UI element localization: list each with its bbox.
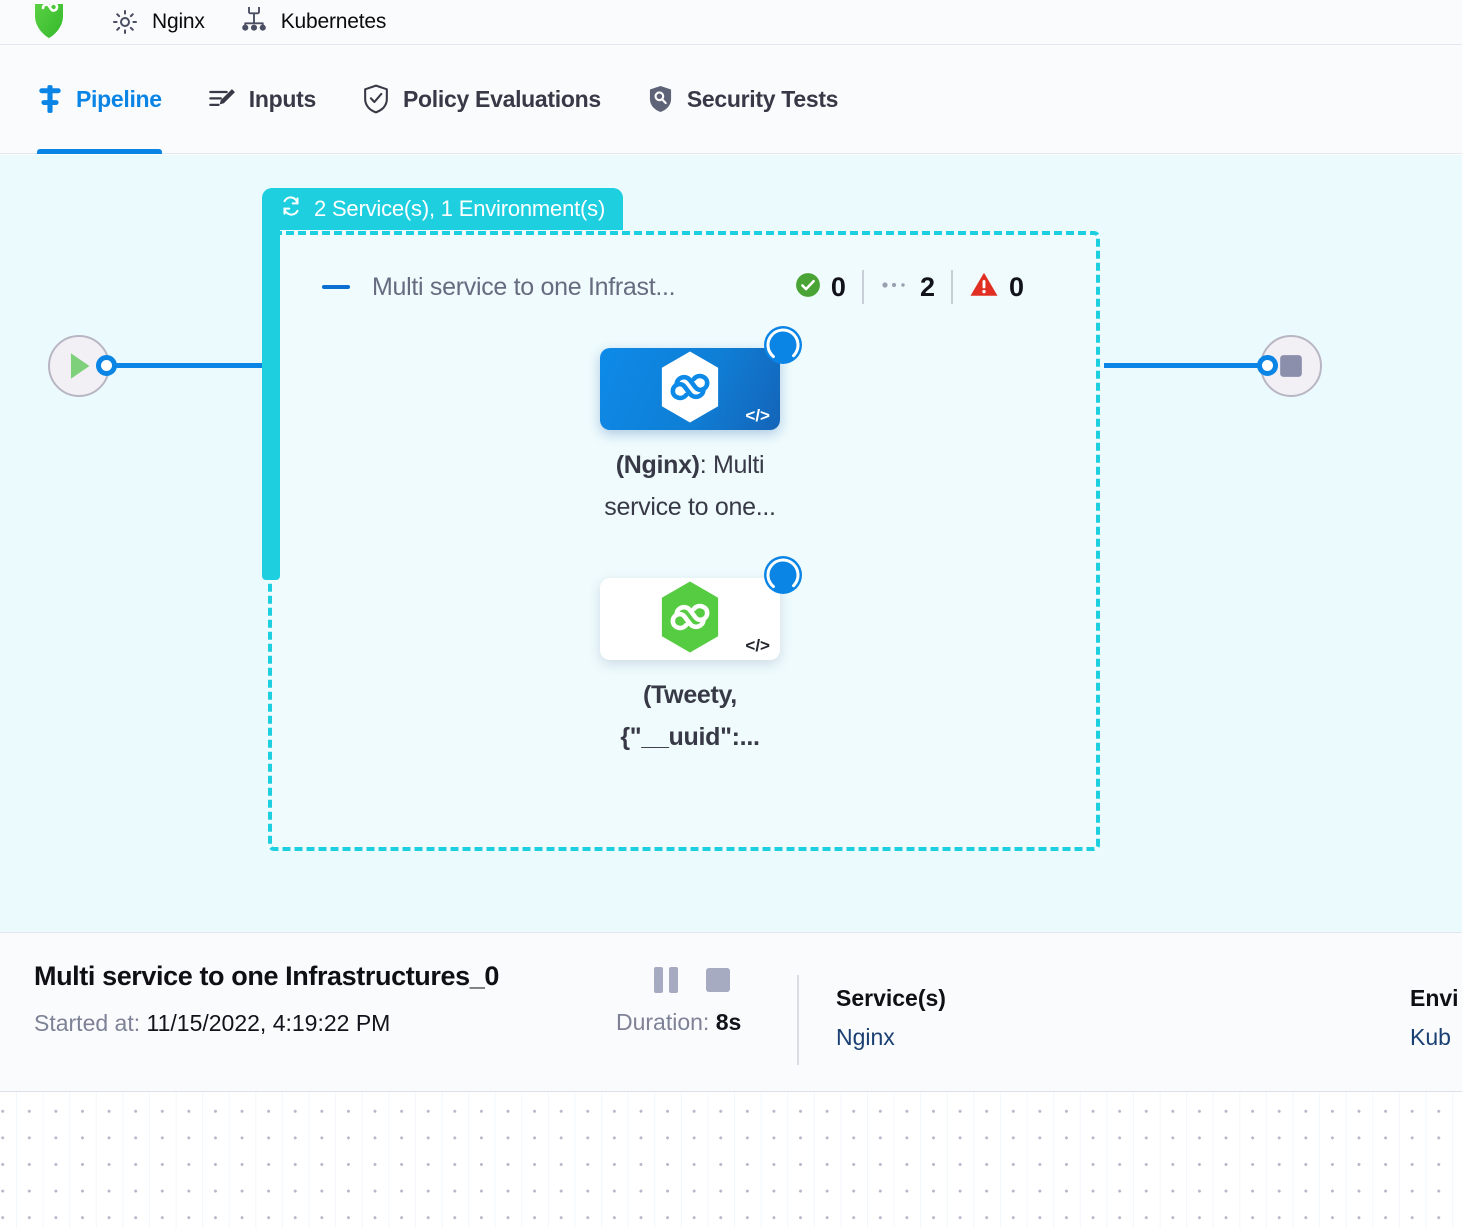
status-count-value: 0 xyxy=(830,271,846,302)
detail-started-at: Started at: 11/15/2022, 4:19:22 PM xyxy=(34,1010,390,1037)
stage-node-card[interactable]: </> xyxy=(600,326,802,430)
tab-inputs[interactable]: Inputs xyxy=(208,44,316,154)
detail-divider xyxy=(797,975,799,1065)
code-tag-icon: </> xyxy=(745,636,770,655)
status-counts: 0 2 xyxy=(779,267,1040,307)
tab-label: Security Tests xyxy=(686,85,839,112)
stop-square-icon[interactable] xyxy=(706,968,730,992)
shield-check-icon xyxy=(362,84,390,114)
tab-policy-evaluations[interactable]: Policy Evaluations xyxy=(362,44,601,154)
start-node-port[interactable] xyxy=(96,355,117,376)
execution-tabs: Pipeline Inputs Policy Evaluations xyxy=(0,44,1462,154)
end-node-port[interactable] xyxy=(1257,355,1278,376)
ellipsis-icon xyxy=(880,278,910,297)
matrix-group-header: Multi service to one Infrast... 0 xyxy=(322,267,1062,307)
detail-field-name: Envi xyxy=(1410,985,1459,1011)
detail-title: Multi service to one Infrastructures_0 xyxy=(34,961,499,991)
inputs-icon xyxy=(208,85,236,113)
tab-label: Policy Evaluations xyxy=(403,85,601,112)
background-grid xyxy=(0,1092,1462,1228)
detail-field-value[interactable]: Nginx xyxy=(836,1024,895,1050)
play-icon xyxy=(70,353,90,379)
matrix-group-badge-label: 2 Service(s), 1 Environment(s) xyxy=(314,196,606,221)
harness-hex-icon xyxy=(657,580,723,659)
stage-node-card[interactable]: </> xyxy=(600,556,802,660)
edge-group-to-end xyxy=(1104,363,1268,368)
stage-node-caption: (Tweety, {"__uuid":... xyxy=(575,674,805,758)
execution-detail-panel: Multi service to one Infrastructures_0 S… xyxy=(0,932,1462,1092)
kubernetes-icon xyxy=(239,7,269,37)
running-spinner-icon xyxy=(764,326,802,364)
running-spinner-icon xyxy=(764,556,802,594)
detail-duration-value: 8s xyxy=(715,1009,742,1035)
breadcrumb-item-nginx[interactable]: Nginx xyxy=(110,7,205,37)
stage-node-caption-rest: : Multi service to one... xyxy=(604,451,776,521)
check-circle-icon xyxy=(795,272,821,303)
security-icon xyxy=(647,84,674,114)
execution-controls: Duration: 8s xyxy=(616,967,741,1036)
pause-icon[interactable] xyxy=(654,967,678,993)
warning-triangle-icon xyxy=(969,271,999,303)
stage-node-caption-bold: (Tweety, {"__uuid":... xyxy=(620,681,760,751)
matrix-group-stripe xyxy=(262,215,280,580)
status-count-failed: 0 xyxy=(950,270,1040,304)
status-count-success: 0 xyxy=(779,270,862,304)
detail-duration: Duration: 8s xyxy=(616,1009,741,1036)
detail-field-name: Service(s) xyxy=(836,985,946,1011)
breadcrumb-item-kubernetes[interactable]: Kubernetes xyxy=(239,7,386,37)
breadcrumb-item-label: Nginx xyxy=(152,10,205,33)
stage-node-caption: (Nginx): Multi service to one... xyxy=(575,444,805,528)
tab-label: Pipeline xyxy=(76,85,162,112)
stage-node-tweety[interactable]: </> (Tweety, {"__uuid":... xyxy=(600,556,805,758)
status-count-pending: 2 xyxy=(861,270,951,304)
tab-label: Inputs xyxy=(248,85,317,112)
detail-field-services: Service(s) Nginx xyxy=(836,985,946,1051)
breadcrumb: Nginx Kubernetes xyxy=(0,0,1462,44)
matrix-loop-icon xyxy=(278,193,304,225)
pipeline-graph-canvas[interactable]: 2 Service(s), 1 Environment(s) Multi ser… xyxy=(0,155,1462,932)
breadcrumb-item-label: Kubernetes xyxy=(280,10,387,33)
tab-security-tests[interactable]: Security Tests xyxy=(647,44,838,154)
stage-node-nginx[interactable]: </> (Nginx): Multi service to one... xyxy=(600,326,805,528)
stage-node-caption-bold: (Nginx) xyxy=(615,451,700,479)
detail-field-environments: Envi Kub xyxy=(1410,985,1459,1051)
gear-icon xyxy=(110,7,140,37)
matrix-group-title: Multi service to one Infrast... xyxy=(372,272,676,301)
detail-field-value[interactable]: Kub xyxy=(1410,1024,1451,1050)
status-count-value: 2 xyxy=(919,271,935,302)
pipeline-icon xyxy=(37,84,63,114)
detail-started-value: 11/15/2022, 4:19:22 PM xyxy=(146,1010,391,1036)
breadcrumb-item-harness[interactable] xyxy=(34,4,76,40)
matrix-group-badge[interactable]: 2 Service(s), 1 Environment(s) xyxy=(262,188,624,230)
stop-icon xyxy=(1280,355,1302,377)
detail-started-label: Started at: xyxy=(34,1010,141,1036)
edge-start-to-group xyxy=(112,363,264,368)
detail-duration-label: Duration: xyxy=(616,1009,710,1035)
tab-pipeline[interactable]: Pipeline xyxy=(37,44,162,154)
matrix-group-container[interactable] xyxy=(268,231,1100,851)
code-tag-icon: </> xyxy=(745,406,770,425)
minus-icon[interactable] xyxy=(322,285,350,289)
harness-hex-icon xyxy=(657,350,723,429)
status-count-value: 0 xyxy=(1008,271,1024,302)
harness-shield-icon xyxy=(34,4,64,40)
